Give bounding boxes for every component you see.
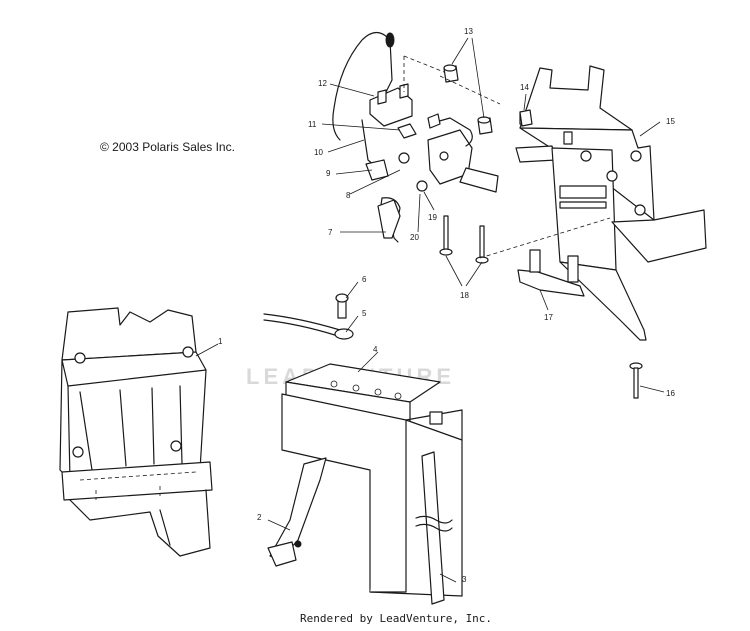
callout-8: 8 bbox=[346, 191, 351, 200]
callout-10: 10 bbox=[314, 148, 323, 157]
callout-3: 3 bbox=[462, 575, 467, 584]
battery-holder bbox=[59, 307, 213, 557]
callout-16: 16 bbox=[666, 389, 675, 398]
callout-5: 5 bbox=[362, 309, 367, 318]
rivet bbox=[629, 362, 643, 399]
callout-12: 12 bbox=[318, 79, 327, 88]
nuts bbox=[443, 64, 493, 135]
leader-lines bbox=[195, 37, 665, 583]
mounting-bracket bbox=[515, 65, 707, 341]
bolts bbox=[439, 215, 489, 264]
callout-7: 7 bbox=[328, 228, 333, 237]
bracket-nut bbox=[519, 109, 533, 127]
cable-boot bbox=[377, 199, 401, 239]
callout-1: 1 bbox=[218, 337, 223, 346]
callout-19: 19 bbox=[428, 213, 437, 222]
battery bbox=[281, 363, 463, 597]
callout-9: 9 bbox=[326, 169, 331, 178]
callout-14: 14 bbox=[520, 83, 529, 92]
callout-20: 20 bbox=[410, 233, 419, 242]
callout-2: 2 bbox=[257, 513, 262, 522]
callout-17: 17 bbox=[544, 313, 553, 322]
callout-13: 13 bbox=[464, 27, 473, 36]
footer-text: Rendered by LeadVenture, Inc. bbox=[300, 612, 493, 625]
callout-18: 18 bbox=[460, 291, 469, 300]
solenoid-assembly bbox=[332, 31, 499, 243]
battery-cable-upper bbox=[263, 293, 354, 340]
vent-tube bbox=[267, 457, 327, 567]
callouts: 1 2 3 4 5 6 7 8 9 10 11 12 13 14 15 16 1… bbox=[218, 27, 675, 584]
callout-11: 11 bbox=[308, 120, 317, 129]
callout-4: 4 bbox=[373, 345, 378, 354]
copyright-text: © 2003 Polaris Sales Inc. bbox=[100, 140, 235, 154]
callout-15: 15 bbox=[666, 117, 675, 126]
callout-6: 6 bbox=[362, 275, 367, 284]
battery-cable-lower bbox=[415, 451, 453, 605]
